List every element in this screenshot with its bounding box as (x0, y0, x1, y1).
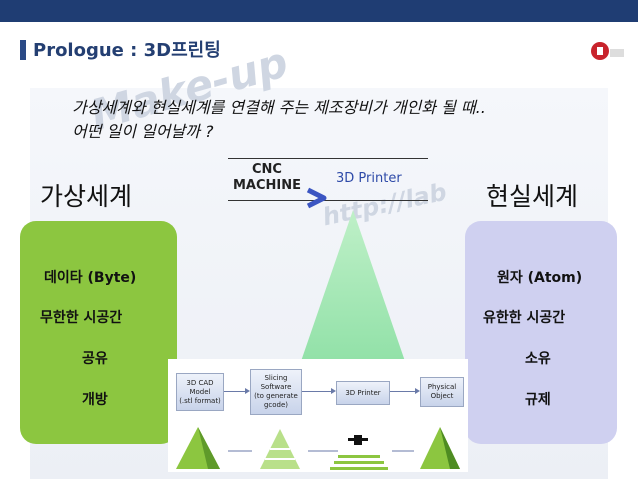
step-cad-model: 3D CAD Model (.stl format) (176, 373, 224, 411)
cnc-label-line-2: MACHINE (232, 178, 301, 193)
step3-line-1: 3D Printer (345, 388, 381, 397)
step2-line-4: gcode) (263, 401, 289, 409)
left-item-openness: 개방 (82, 392, 108, 408)
virtual-world-heading: 가상세계 (40, 182, 133, 211)
question-line-1: 가상세계와 현실세계를 연결해 주는 제조장비가 개인화 될 때.. (72, 98, 486, 117)
flow-arrow (390, 388, 420, 394)
step1-line-1: 3D CAD (186, 378, 214, 387)
3d-printer-label: 3D Printer (336, 171, 402, 186)
printed-pyramid-icon (420, 427, 460, 469)
printhead-icon (330, 435, 388, 470)
virtual-world-panel (20, 221, 177, 444)
chevron-right-icon (306, 187, 327, 209)
flow-arrow (302, 388, 336, 394)
step2-line-2: Software (260, 383, 292, 391)
sliced-pyramid-icon (260, 429, 300, 469)
flow-illustrations (176, 427, 460, 470)
divider-line (228, 200, 428, 201)
step-slicing-software: Slicing Software (to generate gcode) (250, 369, 302, 415)
solid-pyramid-icon (176, 427, 220, 469)
projection-beam (298, 210, 408, 370)
step2-line-3: (to generate (254, 392, 298, 400)
real-world-heading: 현실세계 (486, 182, 579, 211)
page-title: Prologue : 3D프린팅 (33, 40, 221, 61)
cnc-label-line-1: CNC (252, 162, 282, 177)
logo-mark (591, 42, 624, 60)
printing-flow-diagram: 3D CAD Model (.stl format) Slicing Softw… (168, 359, 468, 472)
left-item-infinite-spacetime: 무한한 시공간 (40, 310, 123, 326)
step-physical-object: Physical Object (420, 377, 464, 407)
real-world-panel (465, 221, 617, 444)
step4-line-2: Object (430, 392, 454, 400)
flow-arrow (224, 388, 250, 394)
top-bar (0, 0, 638, 22)
divider-line (228, 158, 428, 159)
step-3d-printer: 3D Printer (336, 381, 390, 405)
question-line-2: 어떤 일이 일어날까 ? (72, 122, 214, 141)
step4-line-1: Physical (427, 383, 457, 391)
left-item-sharing: 공유 (82, 351, 108, 367)
step1-line-3: (.stl format) (179, 396, 221, 405)
cnc-machine-label: CNC MACHINE (226, 162, 308, 194)
left-item-data: 데이타 (Byte) (44, 270, 137, 286)
right-item-atom: 원자 (Atom) (497, 270, 583, 286)
right-item-finite-spacetime: 유한한 시공간 (483, 310, 566, 326)
step2-line-1: Slicing (264, 374, 288, 382)
right-item-ownership: 소유 (525, 351, 551, 367)
title-accent-bar (20, 40, 26, 60)
step1-line-2: Model (189, 387, 211, 396)
question-text: 가상세계와 현실세계를 연결해 주는 제조장비가 개인화 될 때.. 어떤 일이… (72, 96, 486, 144)
right-item-regulation: 규제 (525, 392, 551, 408)
